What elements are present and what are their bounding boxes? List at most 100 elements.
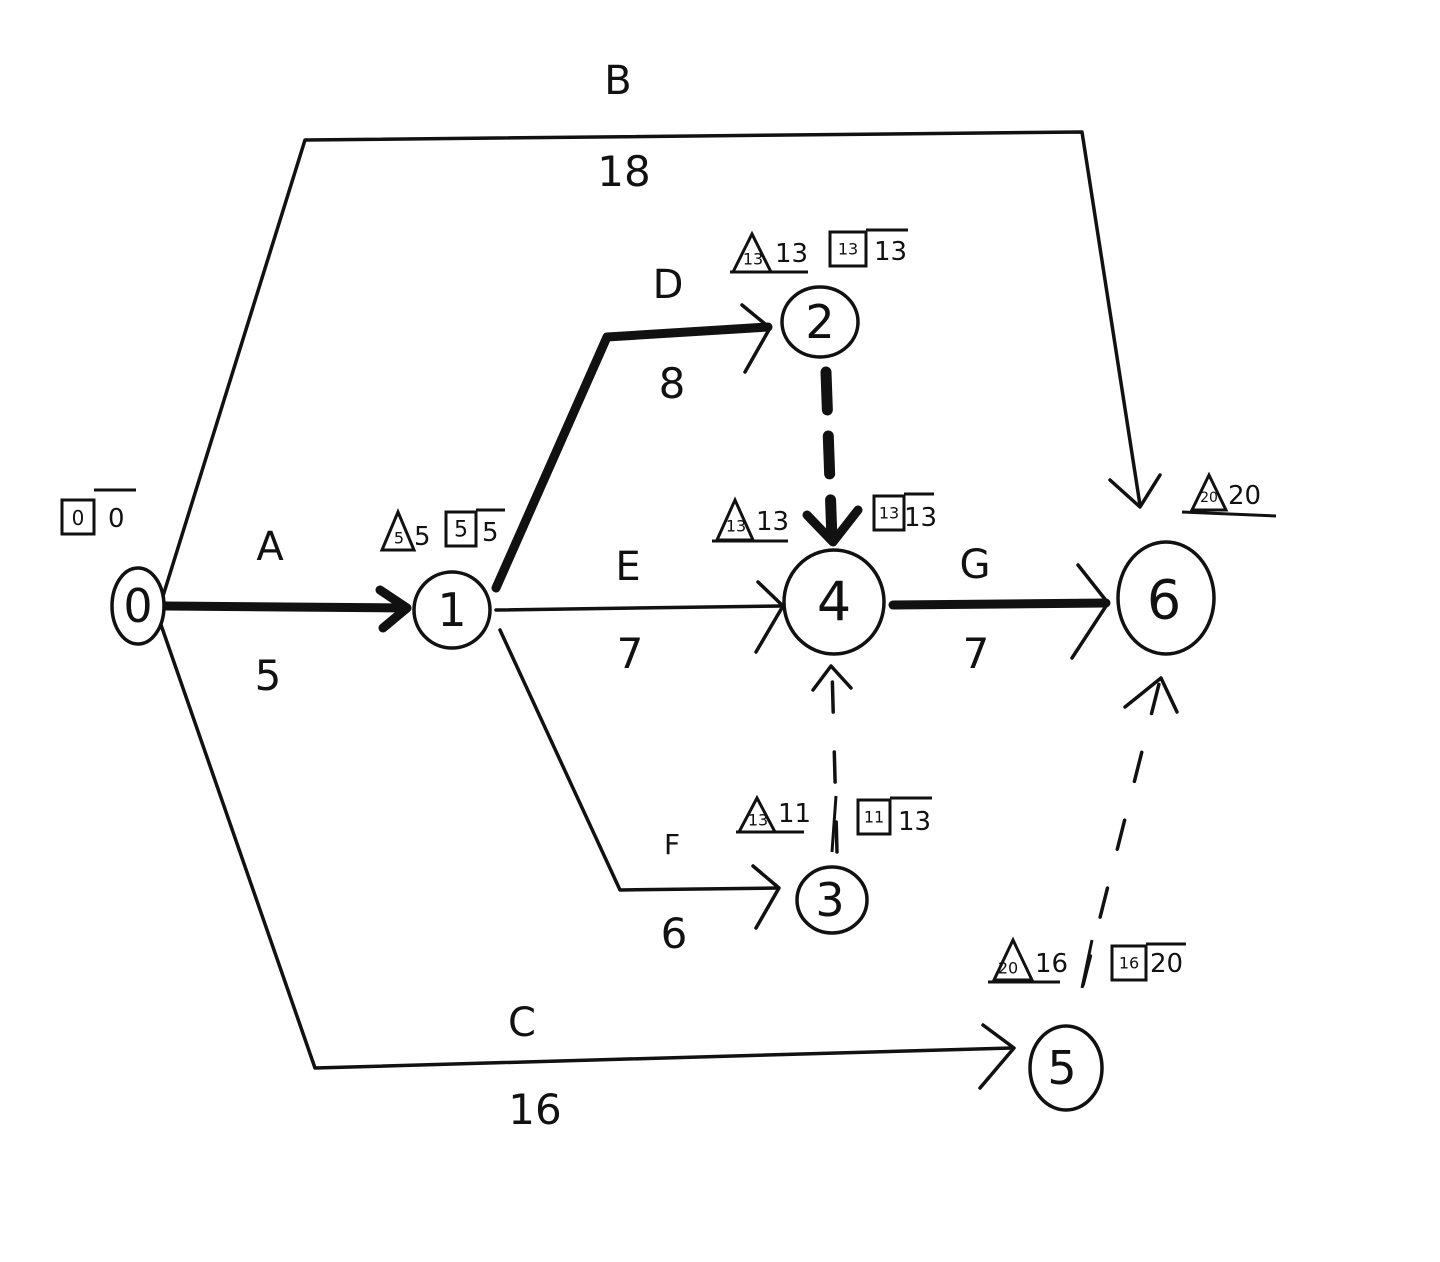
duration-label-b: 18: [597, 147, 650, 196]
annotation-node-3: 13 11 11 13: [736, 794, 932, 853]
node-3-circle: [795, 865, 869, 935]
edge-a-arrowhead: [375, 585, 412, 633]
duration-label-d: 8: [659, 359, 686, 408]
node-2: 2: [780, 285, 860, 359]
edges: [158, 130, 1179, 1090]
edge-d-arrowhead: [740, 303, 772, 374]
activity-label-f: F: [664, 828, 680, 861]
ann-4-tri-out: 13: [756, 507, 789, 537]
edge-f: [498, 628, 780, 892]
nodes: 0 1 2 3 4 5 6: [110, 285, 1216, 1112]
duration-label-e: 7: [617, 629, 644, 678]
ann-4-box-out: 13: [904, 503, 937, 533]
edge-g: [888, 598, 1111, 610]
duration-label-f: 6: [661, 909, 688, 958]
node-0-label: 0: [123, 579, 152, 633]
ann-5-tri-out: 16: [1035, 949, 1068, 979]
ann-5-separator: [1080, 939, 1094, 989]
node-1: 1: [412, 570, 492, 650]
edge-a: [160, 601, 410, 613]
duration-label-c: 16: [508, 1085, 561, 1134]
node-2-circle: [780, 285, 860, 359]
ann-0-box-out: 0: [108, 504, 125, 534]
edge-g-arrowhead: [1070, 563, 1110, 660]
node-1-circle: [412, 570, 492, 650]
ann-3-box-in: 11: [864, 808, 884, 827]
activity-label-a: A: [256, 524, 284, 570]
ann-6-tri-in: 20: [1200, 490, 1218, 506]
ann-5-box-out: 20: [1150, 949, 1183, 979]
duration-label-g: 7: [963, 629, 990, 678]
ann-0-box: [60, 498, 96, 536]
ann-5-box: [1110, 944, 1148, 982]
ann-5-box-in: 16: [1119, 954, 1139, 973]
ann-2-box: [828, 230, 868, 268]
ann-6-tri-out: 20: [1228, 481, 1261, 511]
ann-6-underline: [1181, 510, 1277, 518]
node-0-circle: [110, 566, 166, 646]
ann-1-tri-in: 5: [394, 529, 404, 548]
node-5: 5: [1028, 1024, 1104, 1112]
node-3: 3: [795, 865, 869, 935]
annotation-node-4: 13 13 13 13: [712, 492, 937, 543]
activity-label-e: E: [615, 544, 640, 590]
node-5-label: 5: [1047, 1041, 1076, 1095]
ann-3-box-out: 13: [898, 807, 931, 837]
activity-labels: B 18 A 5 C 16 D 8 E 7 F 6 G 7: [255, 58, 991, 1134]
ann-3-tri-in: 13: [748, 811, 768, 830]
edge-b: [161, 130, 1142, 598]
node-3-label: 3: [815, 873, 844, 927]
edge-e: [494, 604, 784, 612]
edge-c-arrowhead: [978, 1023, 1016, 1090]
ann-4-tri-in: 13: [726, 517, 746, 536]
ann-2-tri-in: 13: [743, 250, 763, 269]
activity-label-b: B: [604, 58, 631, 104]
node-4-label: 4: [817, 571, 851, 634]
activity-label-c: C: [508, 1000, 536, 1046]
ann-1-tri-out: 5: [414, 522, 431, 552]
ann-3-tri-out: 11: [778, 799, 811, 829]
node-6-label: 6: [1147, 569, 1181, 632]
ann-2-box-out: 13: [874, 237, 907, 267]
dummy-3-4-arrowhead: [811, 664, 853, 692]
dummy-3-4: [830, 666, 839, 854]
ann-1-box: [444, 510, 478, 548]
annotation-node-0: 0 0: [60, 488, 136, 536]
node-4-circle: [782, 548, 886, 656]
edge-c: [158, 620, 1014, 1070]
annotation-node-1: 5 5 5 5: [379, 508, 505, 552]
ann-1-box-in: 5: [454, 518, 468, 543]
ann-0-box-in: 0: [72, 506, 85, 530]
edge-d: [491, 322, 773, 593]
ann-5-triangle: [991, 936, 1035, 982]
annotation-node-5: 20 16 16 20: [988, 936, 1186, 989]
node-2-label: 2: [805, 295, 834, 349]
ann-3-box: [856, 798, 892, 836]
dummy-2-4-arrowhead: [802, 505, 863, 547]
node-4: 4: [782, 548, 886, 656]
node-annotations: 0 0 5 5 5 5 13 13 13 13 13: [60, 228, 1277, 989]
ann-3-separator: [830, 795, 838, 853]
ann-4-box: [872, 494, 906, 532]
ann-4-box-in: 13: [879, 504, 899, 523]
ann-2-box-in: 13: [838, 240, 858, 259]
dummy-2-4: [820, 366, 838, 546]
ann-2-tri-out: 13: [775, 239, 808, 269]
dummy-5-6-arrowhead: [1123, 676, 1179, 714]
node-6: 6: [1116, 540, 1216, 656]
ann-6-triangle: [1189, 471, 1229, 512]
edge-e-arrowhead: [754, 580, 785, 654]
dummy-5-6: [1081, 678, 1162, 987]
annotation-node-2: 13 13 13 13: [730, 228, 908, 274]
activity-label-g: G: [960, 542, 991, 588]
node-5-circle: [1028, 1024, 1104, 1112]
ann-1-box-out: 5: [482, 518, 499, 548]
annotation-node-6: 20 20: [1181, 471, 1277, 518]
node-6-circle: [1116, 540, 1216, 656]
ann-5-tri-in: 20: [998, 959, 1018, 978]
edge-b-arrowhead: [1108, 473, 1162, 509]
activity-label-d: D: [653, 262, 684, 308]
node-0: 0: [110, 566, 166, 646]
node-1-label: 1: [437, 583, 466, 637]
